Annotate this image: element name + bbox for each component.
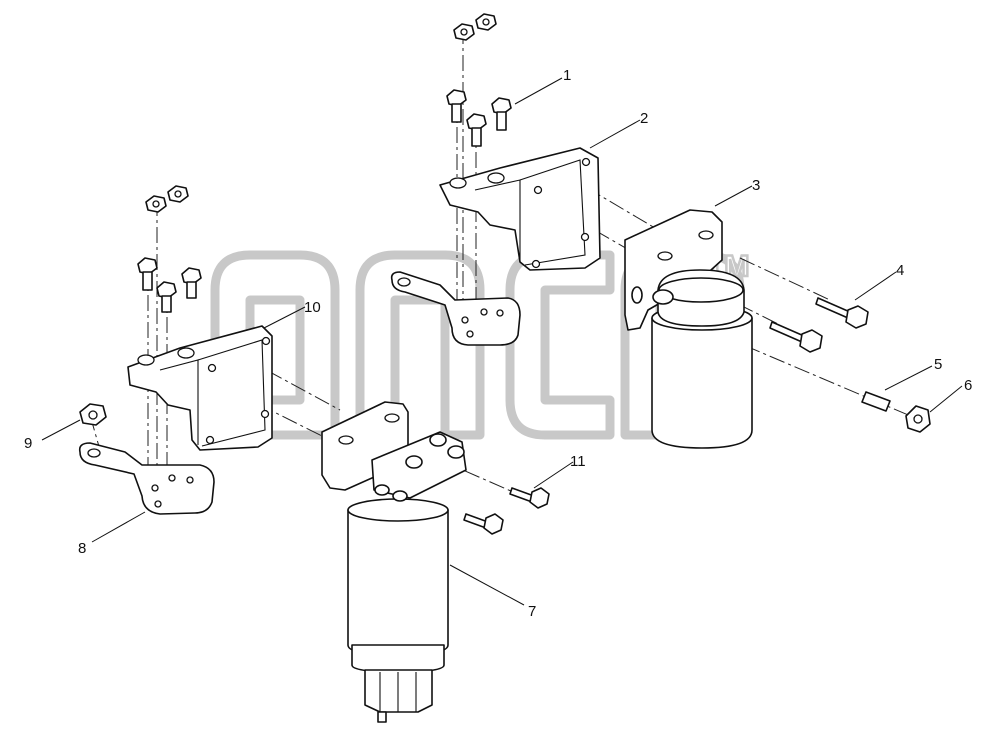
upper-bracket [439, 147, 601, 271]
callout-8: 8 [78, 540, 86, 557]
callout-3: 3 [752, 177, 760, 194]
lower-mounting-plate [78, 442, 215, 515]
callout-6: 6 [964, 377, 972, 394]
upper-mounting-plate [390, 271, 521, 346]
lower-bracket [127, 325, 273, 451]
callout-10: 10 [304, 299, 321, 316]
callout-2: 2 [640, 110, 648, 127]
callout-5: 5 [934, 356, 942, 373]
callout-11: 11 [570, 453, 586, 470]
stud-5 [861, 391, 891, 412]
bolts-11 [463, 487, 550, 535]
leader-lines [41, 77, 963, 606]
callout-1: 1 [563, 67, 571, 84]
nut-6 [905, 405, 931, 433]
callout-9: 9 [24, 435, 32, 452]
fuel-filter-right [624, 209, 753, 449]
bolts-4 [769, 297, 869, 353]
callout-4: 4 [896, 262, 904, 279]
callout-labels: 1 2 3 4 5 6 7 8 9 10 11 [24, 67, 972, 620]
fuel-filter-center [321, 401, 467, 723]
left-fasteners [137, 185, 202, 313]
upper-fasteners [446, 13, 512, 147]
nut-9 [79, 403, 107, 426]
callout-7: 7 [528, 603, 536, 620]
